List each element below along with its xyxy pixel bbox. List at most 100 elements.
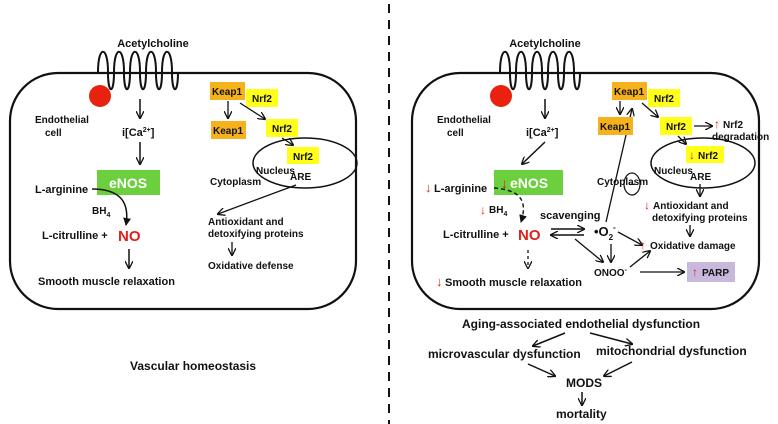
left-acetylcholine-label: Acetylcholine [117,38,189,50]
right-nrf2-nuc-down-arrow: ↓ [689,148,695,162]
right-panel: Acetylcholine Endothelial cell i[Ca2+] ↓… [410,38,769,421]
right-nrf2-label-a: Nrf2 [654,94,674,105]
left-keap1-label-b: Keap1 [213,126,243,137]
left-caption: Vascular homeostasis [130,359,256,373]
right-relaxation-label: Smooth muscle relaxation [445,277,582,289]
arrow-aging-mito [589,332,632,344]
right-lcitrulline-label: L-citrulline + [443,229,509,241]
outcome-aging-label: Aging-associated endothelial dysfunction [462,317,700,331]
left-nrf2-label-nuc: Nrf2 [293,152,313,163]
right-nrf2-label-b: Nrf2 [666,122,686,133]
right-arrow-nrf2-split [641,102,658,117]
left-larginine-label: L-arginine [35,184,88,196]
left-cytoplasm-label: Cytoplasm [210,177,261,188]
arrow-aging-micro [533,332,566,346]
outcome-micro-label: microvascular dysfunction [428,347,581,361]
left-keap1-box-a [210,82,245,100]
left-nrf2-label-b: Nrf2 [272,124,292,135]
left-arrow-nrf2-nucleus [281,137,293,145]
left-are-label: ARE [290,172,311,183]
left-nrf2-box-b [266,119,298,137]
left-antioxidant-label-2: detoxifying proteins [208,229,304,240]
left-lcitrulline-label: L-citrulline + [42,230,108,242]
right-antiox-down-arrow: ↓ [644,198,650,212]
right-receptor-dot [490,85,512,107]
left-receptor-dot [89,85,111,107]
outcome-mods-label: MODS [566,376,602,390]
left-bh4-label: BH4 [92,206,110,219]
right-damage-up-arrow: ↑ [640,238,646,252]
left-keap1-box-b [211,121,246,139]
right-parp-up-arrow: ↑ [692,265,698,279]
right-cell-membrane [410,71,761,311]
left-no-label: NO [118,228,141,245]
right-nrf2-box-b [660,117,692,135]
right-enos-down-arrow: ↓ [501,175,508,191]
right-arrow-no-onoo [574,238,603,262]
right-inhibit-circle [623,172,641,196]
right-antioxidant-label-1: Antioxidant and [653,201,729,212]
right-scavenging-label: scavenging [540,210,601,222]
right-keap1-box-a [612,82,647,100]
right-parp-label: PARP [702,268,729,279]
left-panel: Acetylcholine Endothelial cell i[Ca2+] e… [8,38,358,373]
left-nrf2-box-nuc [287,147,319,164]
right-damage-label: Oxidative damage [650,241,736,252]
right-parp-box [687,262,735,282]
right-nrf2-box-nuc [686,146,724,163]
right-no-label: NO [518,227,541,244]
left-nrf2-label-a: Nrf2 [252,94,272,105]
left-defense-label: Oxidative defense [208,261,294,272]
right-nrf2-label-nuc: Nrf2 [698,151,718,162]
left-endothelial-label: Endothelial [35,115,89,126]
left-antioxidant-label-1: Antioxidant and [208,217,284,228]
right-keap1-label-a: Keap1 [614,87,644,98]
right-nucleus [650,137,756,189]
outcome-mito-label: mitochondrial dysfunction [596,344,747,358]
right-relaxation-down-arrow: ↓ [436,274,443,289]
right-cell-label: cell [447,128,464,139]
left-nrf2-box-a [246,89,278,107]
right-endothelial-label: Endothelial [437,115,491,126]
right-degradation-label-2: degradation [712,132,769,143]
arrow-mito-mods [604,361,633,376]
left-arrow-are-antiox [218,184,297,214]
right-cytoplasm-label: Cytoplasm [597,177,648,188]
right-enos-label: eNOS [510,175,548,191]
right-bh4-down-arrow: ↓ [480,203,486,217]
right-enos-box [494,170,563,195]
right-degradation-up-arrow: ↑ [714,117,720,131]
right-nucleus-label: Nucleus [654,166,693,177]
right-inhibit-sign: − [629,179,635,191]
left-nucleus [252,137,358,189]
right-arrow-onoo-damage [629,251,650,268]
right-keap1-box-b [598,117,633,135]
right-are-label: ARE [690,172,711,183]
left-keap1-label-a: Keap1 [212,87,242,98]
right-degradation-label-1: Nrf2 [723,120,743,131]
left-calcium-label: i[Ca2+] [122,127,155,139]
right-arrow-ca-enos [522,141,546,164]
left-receptor-coil [97,50,179,91]
right-larginine-label: L-arginine [434,183,487,195]
right-bh4-label: BH4 [489,205,507,218]
left-arginine-arrow [91,188,132,226]
right-nrf2-box-a [648,89,680,107]
outcome-mortality-label: mortality [556,407,607,421]
right-superoxide-label: •O2- [594,223,616,242]
left-nucleus-label: Nucleus [256,166,295,177]
left-cell-membrane [8,71,358,311]
left-relaxation-label: Smooth muscle relaxation [38,276,175,288]
right-arginine-arrow [493,187,527,223]
right-antioxidant-label-2: detoxifying proteins [652,213,748,224]
right-receptor-coil [499,50,581,91]
right-onoo-label: ONOO- [594,267,628,279]
right-arrow-superoxide-damage [617,231,642,245]
right-calcium-label: i[Ca2+] [526,127,559,139]
left-enos-label: eNOS [109,175,147,191]
left-arrow-nrf2-split [239,102,265,119]
right-acetylcholine-label: Acetylcholine [509,38,581,50]
right-larginine-down-arrow: ↓ [425,180,432,195]
right-keap1-label-b: Keap1 [600,122,630,133]
